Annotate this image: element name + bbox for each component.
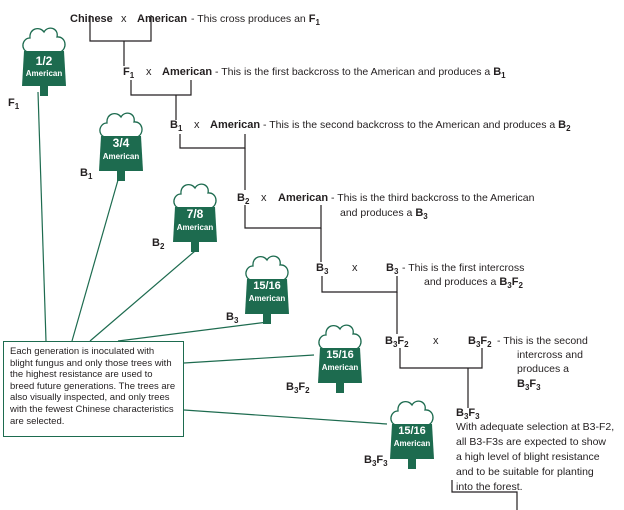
tree-fraction: 15/16 [326, 349, 354, 361]
final-line: into the forest. [456, 481, 523, 493]
connector-line [244, 205, 322, 229]
pointer-line [89, 250, 196, 342]
cross-line-1: Chinese x American - This cross produces… [70, 13, 320, 27]
cross-line-6-cont1: intercross and [517, 349, 583, 361]
gen-label-b1: B1 [80, 167, 93, 181]
tree-word: American [177, 223, 214, 232]
tree-b3f3: 15/16 American [389, 400, 435, 470]
final-line: a high level of blight resistance [456, 451, 600, 463]
connector-line [321, 276, 398, 293]
tree-b3f2: 15/16 American [317, 324, 363, 394]
cross-line-4: B2 x American - This is the third backcr… [237, 192, 535, 207]
selection-note-text: Each generation is inoculated with bligh… [10, 346, 176, 427]
pointer-line [71, 179, 119, 342]
cross-line-6-cont3: B3F3 [517, 378, 541, 392]
tree-f1: 1/2 American [21, 27, 67, 97]
final-line: all B3-F3s are expected to show [456, 436, 606, 448]
gen-label-b2: B2 [152, 237, 165, 251]
tree-word: American [394, 439, 431, 448]
cross-line-5-cont: and produces a B3F2 [424, 276, 523, 290]
tree-b1: 3/4 American [98, 112, 144, 182]
tree-fraction: 1/2 [36, 54, 53, 68]
final-line: and to be suitable for planting [456, 466, 594, 478]
tree-word: American [249, 294, 286, 303]
gen-label-b3f3: B3F3 [364, 454, 388, 468]
connector-line [89, 15, 152, 42]
cross-line-6-cont2: produces a [517, 363, 569, 375]
pointer-line [183, 354, 315, 364]
connector-line [399, 348, 483, 369]
gen-label-b3f2: B3F2 [286, 381, 310, 395]
cross-line-4-cont: and produces a B3 [340, 207, 428, 221]
final-heading: B3F3 [456, 407, 480, 421]
tree-fraction: 7/8 [187, 207, 204, 221]
tree-fraction: 15/16 [398, 425, 426, 437]
connector-line [130, 80, 192, 96]
cross-line-5: B3 x B3 - This is the first intercross [316, 262, 524, 277]
cross-line-3: B1 x American - This is the second backc… [170, 119, 571, 134]
tree-b2: 7/8 American [172, 183, 218, 253]
gen-label-b3: B3 [226, 311, 239, 325]
pointer-line [117, 321, 269, 342]
tree-word: American [103, 152, 140, 161]
gen-label-f1: F1 [8, 97, 20, 111]
tree-b3: 15/16 American [244, 255, 290, 325]
cross-line-2: F1 x American - This is the first backcr… [123, 66, 506, 81]
final-line: With adequate selection at B3-F2, [456, 421, 614, 433]
tree-word: American [322, 363, 359, 372]
pointer-line [37, 91, 47, 342]
connector-line [179, 134, 246, 149]
tree-word: American [26, 69, 63, 78]
connector-line [451, 480, 518, 510]
tree-fraction: 15/16 [253, 280, 281, 292]
cross-line-6: B3F2 x B3F2 - This is the second [385, 335, 588, 350]
selection-note-box: Each generation is inoculated with bligh… [3, 341, 184, 437]
pointer-line [183, 409, 388, 425]
tree-fraction: 3/4 [113, 136, 130, 150]
